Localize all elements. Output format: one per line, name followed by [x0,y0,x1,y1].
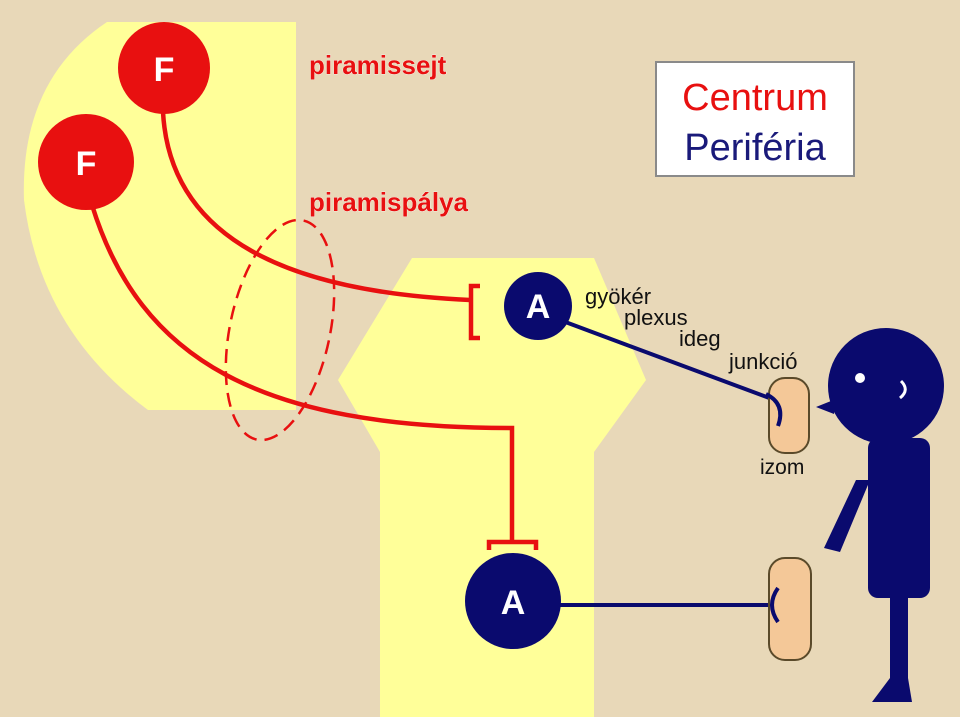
junction-mark-upper [765,392,783,427]
junction-mark-lower [770,586,780,624]
legend-box [655,61,855,177]
lower-tract [89,204,515,540]
a-node-bottom [465,553,561,649]
f-node-upper [118,22,210,114]
label-nerve: ideg [679,326,721,351]
upper-tract [160,111,471,303]
spinal-cord-region [338,258,646,717]
muscle-upper [768,377,810,454]
a-node-middle [504,272,572,340]
muscle-lower [768,557,812,661]
label-pyramidal-tract: piramispálya [309,187,469,217]
a-node-middle-label: A [526,288,551,326]
label-pyramid-cell: piramissejt [309,50,447,80]
f-node-upper-label: F [154,51,175,89]
legend-centrum: Centrum [682,77,828,119]
label-junction: junkció [728,349,797,374]
label-plexus: plexus [624,305,688,330]
f-node-left-label: F [76,145,97,183]
a-node-bottom-label: A [501,584,526,622]
f-node-left [38,114,134,210]
human-figure [816,328,944,702]
pyramidal-tract-outline [224,218,336,442]
synapse-bracket-middle [468,283,480,341]
nerve-middle [559,318,781,404]
synapse-bracket-bottom [486,539,539,550]
label-root: gyökér [585,284,651,309]
label-muscle: izom [760,456,804,479]
legend-periferia: Periféria [684,127,826,169]
